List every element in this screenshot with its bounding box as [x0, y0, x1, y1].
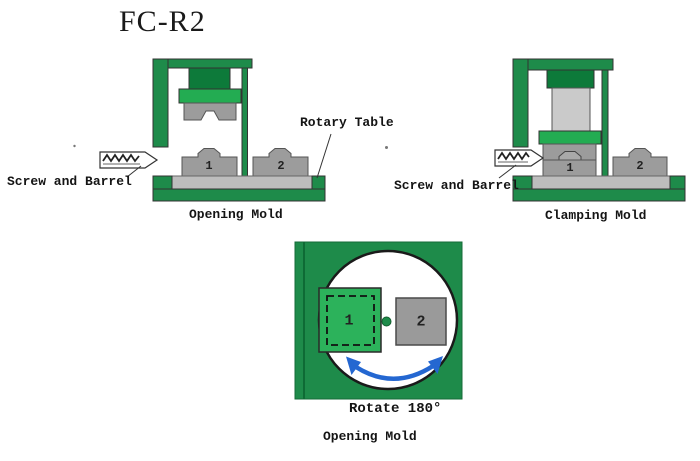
- opening-mold-caption: Opening Mold: [189, 207, 283, 222]
- mold-2-plate: [395, 297, 447, 346]
- pivot-dot: [381, 316, 392, 327]
- clamping-mold-2-number: 2: [636, 159, 644, 173]
- rotary-table-top-view: [294, 241, 463, 400]
- upper-mold-half: [183, 102, 237, 121]
- screw-label-leader-line: [126, 165, 142, 178]
- moving-platen: [538, 130, 602, 145]
- rotation-arrow-icon: [353, 363, 436, 381]
- base-right-lip: [311, 175, 326, 190]
- clamp-block: [546, 69, 595, 89]
- screw-and-barrel-label-right: Screw and Barrel: [394, 178, 519, 193]
- tie-bar: [241, 67, 248, 178]
- mold-1: [181, 148, 238, 177]
- rotary-mold-2-number: 2: [416, 313, 426, 331]
- screw-flights-icon: [102, 153, 140, 163]
- clamping-mold-caption: Clamping Mold: [545, 208, 647, 223]
- frame-left-post: [512, 58, 529, 148]
- speck-dot: [73, 144, 76, 148]
- rotation-arrowhead-right-icon: [428, 356, 443, 374]
- screw-label-leader-line: [498, 164, 517, 179]
- base-left-lip: [512, 175, 533, 190]
- opening-mold-1-number: 1: [205, 159, 213, 173]
- clamping-mold-1-number: 1: [566, 161, 574, 175]
- injection-ram-cylinder: [551, 87, 591, 132]
- speck-dot: [385, 146, 388, 149]
- rotation-arrowhead-left-icon: [346, 356, 361, 375]
- mold-2: [612, 148, 668, 177]
- machine-base: [512, 188, 686, 202]
- rotary-table-label: Rotary Table: [300, 115, 394, 130]
- rotary-mold-1-number: 1: [344, 312, 354, 330]
- rotary-table-surface: [171, 175, 313, 190]
- clamp-block: [188, 67, 231, 91]
- page-title: FC-R2: [119, 5, 206, 38]
- tie-bar: [601, 69, 609, 179]
- opening-mold-2-number: 2: [277, 159, 285, 173]
- moving-platen: [178, 88, 242, 104]
- rotary-table-surface: [531, 175, 671, 190]
- clamping-mold-diagram: [385, 58, 686, 202]
- opening-mold-diagram: [73, 58, 332, 202]
- base-left-lip: [152, 175, 173, 190]
- screw-and-barrel-label-left: Screw and Barrel: [7, 174, 132, 189]
- mold-2: [252, 148, 309, 177]
- frame-left-post: [152, 58, 169, 148]
- mold-1-plate: [318, 287, 382, 353]
- base-right-lip: [669, 175, 686, 190]
- mold-1-dashed-outline: [326, 295, 375, 346]
- rotate-180-label: Rotate 180°: [349, 401, 442, 417]
- machine-base: [152, 188, 326, 202]
- screw-flights-icon: [497, 151, 530, 161]
- rotary-table-leader-line: [316, 133, 332, 179]
- rotation-opening-mold-caption: Opening Mold: [323, 429, 417, 444]
